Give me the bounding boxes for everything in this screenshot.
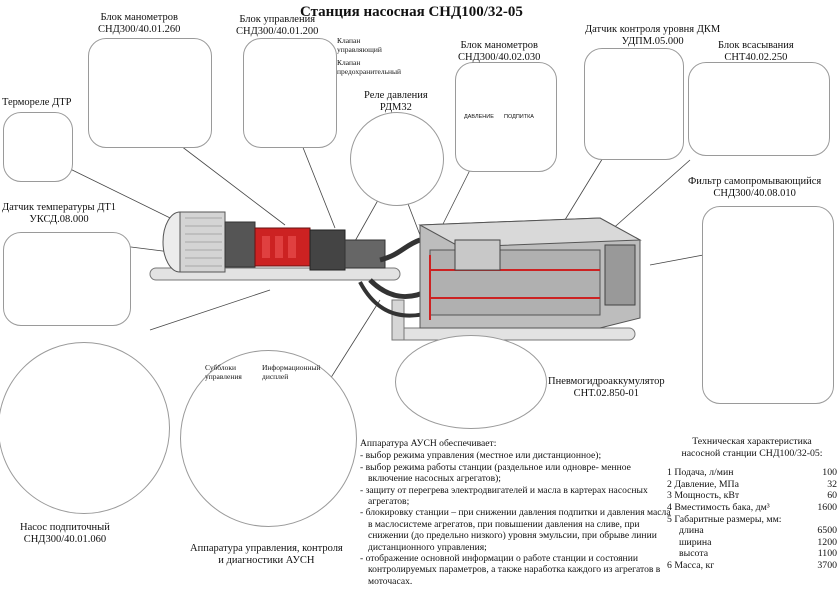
spec-row: 3 Мощность, кВт 60 bbox=[667, 490, 837, 502]
spec-label: 5 Габаритные размеры, мм: bbox=[667, 513, 782, 525]
label-sub-blocks: Субблоки управления bbox=[205, 363, 242, 381]
description-item: - выбор режима работы станции (раздельно… bbox=[360, 461, 631, 485]
spec-row: 1 Подача, л/мин 100 bbox=[667, 467, 837, 479]
spec-value: 1200 bbox=[817, 536, 837, 548]
spec-label: 4 Вместимость бака, дм³ bbox=[667, 501, 770, 513]
description-heading: Аппаратура АУСН обеспечивает: bbox=[360, 438, 497, 449]
spec-label: 2 Давление, МПа bbox=[667, 478, 739, 490]
tank bbox=[418, 217, 642, 329]
spec-row: ширина 1200 bbox=[667, 537, 837, 549]
suction-block-frame bbox=[688, 62, 830, 156]
spec-value: 100 bbox=[822, 467, 837, 479]
label-thermo-relay: Термореле ДТР bbox=[2, 97, 72, 108]
gauge-label-pressure: ДАВЛЕНИЕ bbox=[464, 114, 494, 120]
spec-row: длина 6500 bbox=[667, 525, 837, 537]
spec-label: 1 Подача, л/мин bbox=[667, 467, 734, 479]
description-item: - защиту от перегрева электродвигателей … bbox=[360, 484, 648, 508]
spec-value: 1100 bbox=[817, 548, 837, 560]
spec-label: 3 Мощность, кВт bbox=[667, 490, 740, 502]
spec-value: 3700 bbox=[817, 559, 837, 571]
spec-row: 2 Давление, МПа 32 bbox=[667, 479, 837, 491]
spec-value: 32 bbox=[827, 478, 837, 490]
filter-frame bbox=[702, 206, 834, 404]
description-item: - выбор режима управления (местное или д… bbox=[360, 450, 602, 462]
accumulator-frame bbox=[395, 335, 547, 429]
description-item: - блокировку станции – при снижении давл… bbox=[360, 507, 671, 553]
pressure-relay-frame bbox=[350, 112, 444, 206]
description-item: - отображение основной информации о рабо… bbox=[360, 553, 661, 587]
page-title: Станция насосная СНД100/32-05 bbox=[300, 4, 523, 20]
spec-label: 6 Масса, кг bbox=[667, 559, 715, 571]
spec-label: длина bbox=[679, 525, 704, 537]
gauge-label-feed: ПОДПИТКА bbox=[504, 114, 534, 120]
feed-pump-frame bbox=[0, 342, 170, 514]
electric-motor bbox=[162, 211, 256, 273]
ausn-frame bbox=[180, 350, 357, 527]
thermo-relay-frame bbox=[3, 112, 73, 182]
manometer-block-2-frame bbox=[455, 62, 557, 172]
spec-value: 60 bbox=[827, 490, 837, 502]
temp-sensor-frame bbox=[3, 232, 131, 326]
control-block-frame bbox=[243, 38, 337, 148]
pump-unit bbox=[254, 227, 386, 271]
level-sensor-frame bbox=[584, 48, 684, 160]
spec-label: ширина bbox=[679, 536, 712, 548]
manometer-block-1-frame bbox=[88, 38, 212, 148]
ausn-description: Аппаратура АУСН обеспечивает: - выбор ре… bbox=[360, 438, 675, 587]
description-list: - выбор режима управления (местное или д… bbox=[360, 450, 675, 587]
spec-value: 6500 bbox=[817, 525, 837, 537]
spec-row: 4 Вместимость бака, дм³ 1600 bbox=[667, 502, 837, 514]
spec-label: высота bbox=[679, 548, 709, 560]
spec-value: 1600 bbox=[817, 501, 837, 513]
label-valve-safety: Клапан предохранительный bbox=[337, 58, 402, 76]
spec-row: 5 Габаритные размеры, мм: bbox=[667, 514, 837, 526]
spec-row: 6 Масса, кг 3700 bbox=[667, 560, 837, 572]
label-info-display: Информационный дисплей bbox=[262, 363, 321, 381]
spec-row: высота 1100 bbox=[667, 548, 837, 560]
label-valve-control: Клапан управляющий bbox=[337, 36, 382, 54]
